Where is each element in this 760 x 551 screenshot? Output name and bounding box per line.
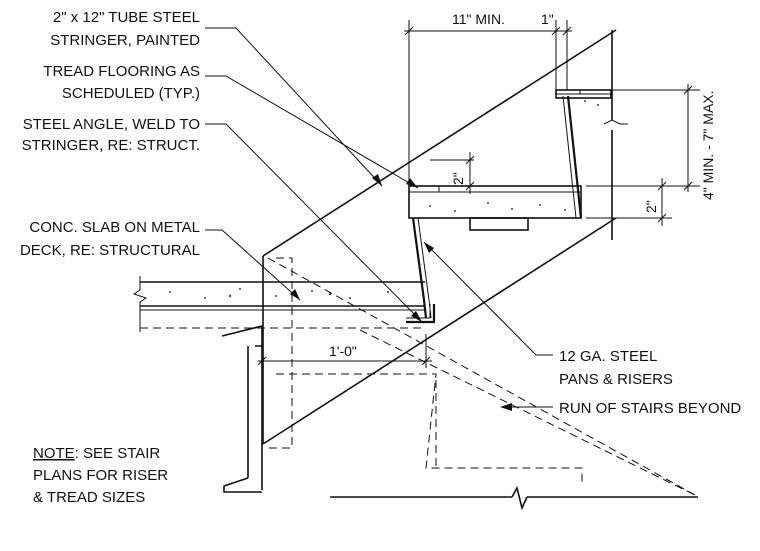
dim-pan-tick-1 [657, 181, 667, 191]
pans-label-line-2: PANS & RISERS [559, 371, 673, 388]
slab-label-line-2: DECK, RE: STRUCTURAL [20, 242, 200, 259]
hidden-tread-beyond [276, 373, 583, 484]
concrete-slab-on-metal-deck [132, 276, 425, 332]
dim-nosing-tick-2 [465, 181, 475, 191]
hidden-stringer-diagonal [267, 257, 696, 496]
channel-bottom-flange [223, 477, 262, 493]
stringer-label-line-2: STRINGER, PAINTED [50, 32, 200, 49]
lower-floor-break [330, 485, 698, 511]
upper-riser-inner [562, 95, 577, 219]
dim-riser-tick-1 [683, 85, 693, 95]
dim-nosing-height-text: 2" [450, 172, 466, 185]
dim-slab-offset-text: 1'-0" [329, 343, 357, 359]
pans-label-line-1: 12 GA. STEEL [559, 348, 657, 365]
hidden-stringer-diagonal-2 [359, 329, 696, 496]
leader-slab-arrow [290, 289, 300, 300]
leader-angle-arrow [411, 311, 422, 322]
note-line-2: PLANS FOR RISER [33, 467, 168, 484]
dim-pan-depth-text: 2" [643, 200, 659, 213]
leader-stringer-arrow [372, 174, 382, 186]
lower-riser [411, 217, 428, 319]
dim-nosing-text: 1" [541, 11, 554, 27]
upper-riser [566, 95, 583, 219]
callouts-left: 2" x 12" TUBE STEEL STRINGER, PAINTED TR… [20, 9, 200, 259]
dim-top-tick-1 [404, 26, 414, 36]
lower-tread-pan [408, 185, 582, 219]
note-line-3: & TREAD SIZES [33, 489, 145, 506]
dim-slab-tick-2 [421, 356, 431, 366]
floor-break [511, 485, 528, 511]
dim-top-tick-2 [551, 26, 561, 36]
tread-fill-aggregate [429, 100, 599, 212]
leader-slab [205, 229, 301, 301]
dim-riser-height-text: 4" MIN. - 7" MAX. [700, 90, 716, 200]
steel-channel-support [221, 324, 263, 493]
leader-lines [205, 27, 553, 411]
dim-tread-min-text: 11" MIN. [452, 11, 505, 27]
dimension-lines [257, 20, 700, 368]
leader-pans-arrow [424, 242, 434, 253]
hidden-stringer-column [268, 257, 293, 449]
steel-angle-shape [406, 304, 436, 324]
tread-label-line-2: SCHEDULED (TYP.) [62, 85, 200, 102]
leader-angle [205, 123, 423, 323]
general-note: NOTE: SEE STAIR PLANS FOR RISER & TREAD … [33, 445, 168, 506]
steel-angle-inner [406, 304, 431, 319]
stringer-bottom-edge [262, 217, 617, 445]
note-line-1-rest: : SEE STAIR [75, 445, 161, 462]
stringer-label-line-1: 2" x 12" TUBE STEEL [53, 9, 200, 26]
tread-label-line-1: TREAD FLOORING AS [43, 63, 200, 80]
angle-label-line-1: STEEL ANGLE, WELD TO [23, 116, 200, 133]
dim-riser-tick-2 [683, 181, 693, 191]
tube-steel-stringer [262, 29, 617, 445]
dim-slab-tick-1 [257, 356, 267, 366]
leader-run-arrow [500, 403, 512, 411]
leader-stringer [205, 27, 383, 187]
slab-break-line [132, 276, 148, 332]
leader-pans [423, 241, 553, 356]
lower-tread-nosing [408, 185, 440, 193]
tread-support-bar [469, 217, 529, 231]
note-word: NOTE [33, 445, 75, 462]
upper-tread-nosing [555, 89, 581, 95]
callouts-right: 12 GA. STEEL PANS & RISERS RUN OF STAIRS… [559, 348, 741, 417]
angle-label-line-2: STRINGER, RE: STRUCT. [22, 137, 200, 154]
leader-tread [205, 75, 419, 189]
run-label: RUN OF STAIRS BEYOND [559, 400, 741, 417]
dim-nosing-tick-1 [465, 155, 475, 165]
stringer-top-edge [262, 29, 617, 257]
hidden-lines-run-beyond [267, 257, 696, 496]
upper-break-line [603, 119, 628, 125]
dim-pan-tick-2 [657, 213, 667, 223]
dimension-text: 11" MIN. 1" 4" MIN. - 7" MAX. 2" 2" 1'-0… [329, 11, 716, 359]
dim-top-tick-3 [562, 26, 572, 36]
note-line-1: NOTE: SEE STAIR [33, 445, 160, 462]
steel-pans-and-risers [408, 89, 612, 319]
upper-slab-break [603, 30, 628, 240]
channel-top-flange [221, 324, 263, 347]
steel-angle [406, 304, 436, 324]
slab-aggregate [169, 288, 389, 299]
slab-label-line-1: CONC. SLAB ON METAL [29, 219, 200, 236]
